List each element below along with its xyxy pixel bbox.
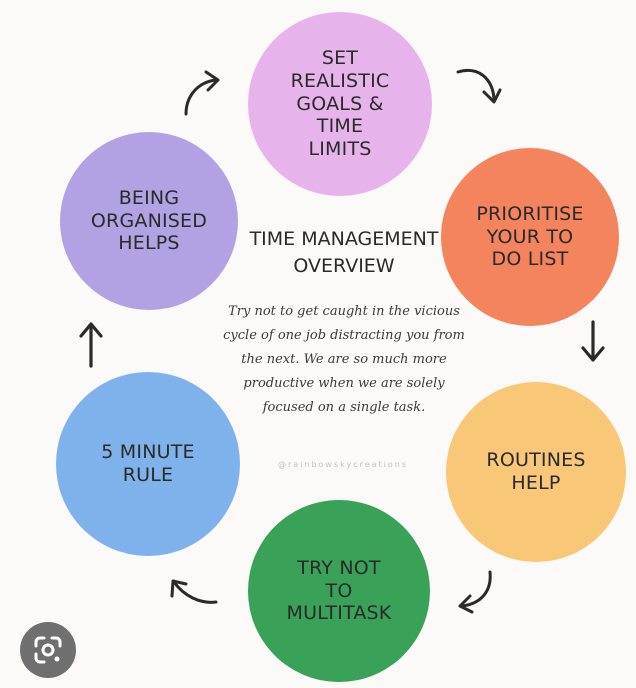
- circle-label-try-not-to-multitask: TRY NOT TO MULTITASK: [286, 556, 392, 625]
- circle-prioritise: PRIORITISE YOUR TO DO LIST: [441, 148, 619, 326]
- arrow-5-minute-to-organised-icon: [79, 322, 103, 368]
- circle-label-set-realistic-goals: SET REALISTIC GOALS & TIME LIMITS: [290, 47, 390, 161]
- arrow-prioritise-to-routines-icon: [581, 320, 605, 362]
- circle-set-realistic-goals: SET REALISTIC GOALS & TIME LIMITS: [248, 12, 432, 196]
- circle-routines: ROUTINES HELP: [446, 382, 626, 562]
- circle-label-being-organised: BEING ORGANISED HELPS: [90, 186, 208, 255]
- arrow-multitask-to-5-minute-icon: [170, 579, 218, 604]
- credit-watermark: @rainbowskycreations: [277, 460, 409, 469]
- circle-being-organised: BEING ORGANISED HELPS: [60, 132, 238, 310]
- arrow-goals-to-prioritise-icon: [456, 69, 502, 104]
- arrow-organised-to-goals-icon: [184, 70, 220, 116]
- google-lens-button[interactable]: [20, 622, 76, 678]
- arrow-routines-to-multitask-icon: [458, 570, 492, 614]
- circle-label-prioritise: PRIORITISE YOUR TO DO LIST: [476, 202, 584, 271]
- circle-label-routines: ROUTINES HELP: [486, 449, 586, 494]
- google-lens-icon: [34, 636, 62, 664]
- diagram-description: Try not to get caught in the vicious cyc…: [223, 304, 465, 415]
- circle-try-not-to-multitask: TRY NOT TO MULTITASK: [248, 500, 430, 682]
- diagram-title: TIME MANAGEMENT OVERVIEW: [249, 228, 439, 277]
- circle-5-minute-rule: 5 MINUTE RULE: [56, 372, 240, 556]
- circle-label-5-minute-rule: 5 MINUTE RULE: [101, 441, 195, 486]
